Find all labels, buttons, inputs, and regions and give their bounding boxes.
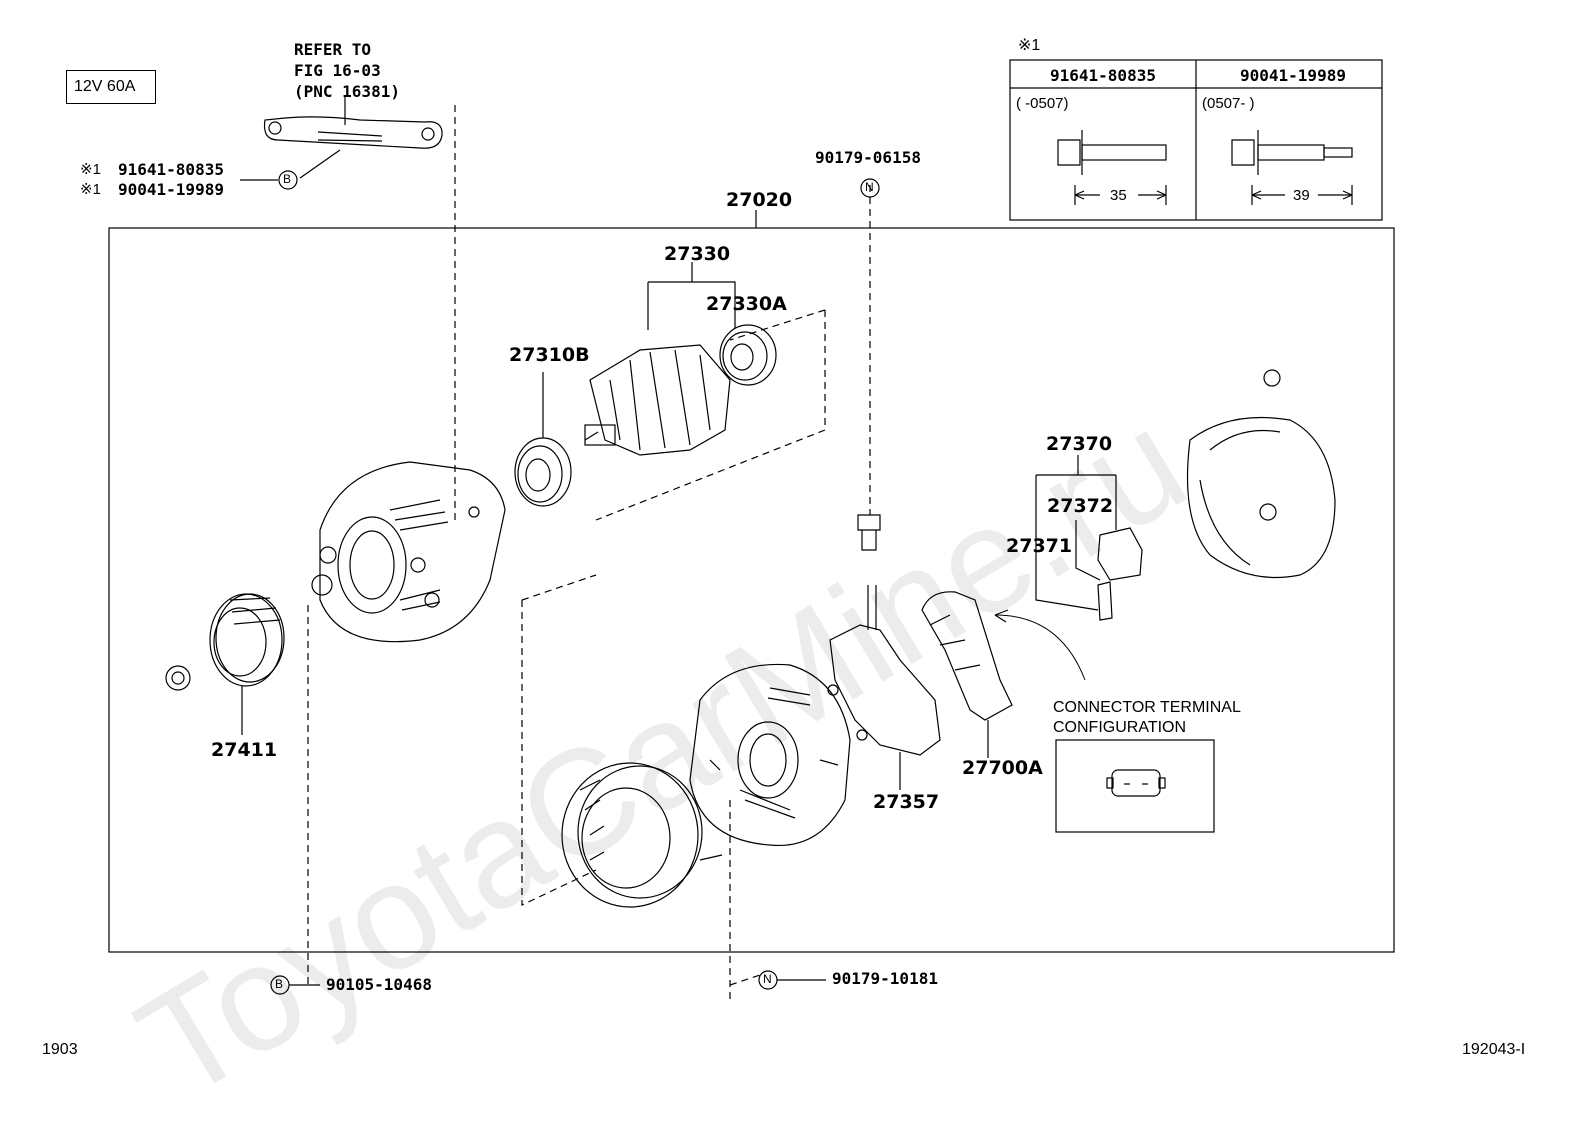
spec-label: 12V 60A [74, 78, 136, 95]
callout-leaders [240, 170, 880, 995]
part-27330a[interactable]: 27330A [706, 293, 787, 315]
table-col2-range: (0507- ) [1202, 95, 1255, 112]
table-col2-part[interactable]: 90041-19989 [1240, 66, 1346, 85]
table-col1-part[interactable]: 91641-80835 [1050, 66, 1156, 85]
small-bolt-part [857, 514, 881, 551]
stator-part [561, 762, 723, 908]
part-27370[interactable]: 27370 [1046, 433, 1113, 455]
front-housing-part [311, 461, 506, 643]
bolt-drawing-1 [1057, 130, 1167, 205]
part-27357[interactable]: 27357 [873, 791, 940, 813]
bearing-rear-part [719, 324, 777, 386]
rectifier-part [827, 585, 941, 790]
bottom-left-bolt[interactable]: 90105-10468 [326, 975, 432, 994]
ref-b-top-letter: B [283, 172, 292, 186]
table-col1-length: 35 [1110, 187, 1127, 204]
bolt-a-label[interactable]: 91641-80835 [118, 160, 224, 179]
part-27372[interactable]: 27372 [1047, 495, 1114, 517]
bearing-front-part [514, 372, 572, 507]
ref-b-bottom-letter: B [275, 977, 284, 991]
bracket-part [263, 96, 443, 179]
bottom-right-bolt[interactable]: 90179-10181 [832, 969, 938, 988]
rear-cover-part [1186, 369, 1336, 579]
ref-n-top-letter: N [865, 180, 874, 194]
rotor-part [584, 262, 736, 456]
ref-n-circle-top [860, 178, 880, 198]
regulator-part [921, 591, 1086, 758]
bolt-b-mark: ※1 [80, 181, 101, 198]
footer-right-code: 192043-I [1462, 1041, 1526, 1058]
part-27020[interactable]: 27020 [726, 189, 793, 211]
alignment-lines [307, 105, 871, 1000]
refer-line-2: FIG 16-03 [294, 61, 381, 80]
rear-housing-part [689, 663, 851, 847]
brush-holder-part [1035, 455, 1143, 621]
connector-box [1055, 739, 1215, 833]
part-27310b[interactable]: 27310B [509, 344, 590, 366]
table-col1-range: ( -0507) [1016, 95, 1069, 112]
part-27411[interactable]: 27411 [211, 739, 278, 761]
exploded-diagram [108, 59, 1395, 1000]
refer-line-3: (PNC 16381) [294, 82, 400, 101]
assembly-frame [108, 227, 1395, 953]
footer-left-code: 1903 [42, 1041, 78, 1058]
part-27330[interactable]: 27330 [664, 243, 731, 265]
part-27700a[interactable]: 27700A [962, 757, 1043, 779]
ref-n-bottom-letter: N [763, 972, 772, 986]
bolt-a-mark: ※1 [80, 161, 101, 178]
top-bolt-label[interactable]: 90179-06158 [815, 148, 921, 167]
nut-part [165, 665, 191, 691]
refer-line-1: REFER TO [294, 40, 372, 59]
pulley-part [209, 593, 285, 735]
bolt-b-label[interactable]: 90041-19989 [118, 180, 224, 199]
spec-box [66, 70, 156, 104]
bolt-table [1009, 59, 1383, 221]
part-27371[interactable]: 27371 [1006, 535, 1073, 557]
table-mark: ※1 [1018, 37, 1041, 54]
connector-title-1: CONNECTOR TERMINAL [1053, 699, 1241, 716]
table-col2-length: 39 [1293, 187, 1310, 204]
bolt-drawing-2 [1231, 130, 1353, 205]
ref-b-circle-top [278, 170, 298, 190]
connector-title-2: CONFIGURATION [1053, 719, 1187, 736]
